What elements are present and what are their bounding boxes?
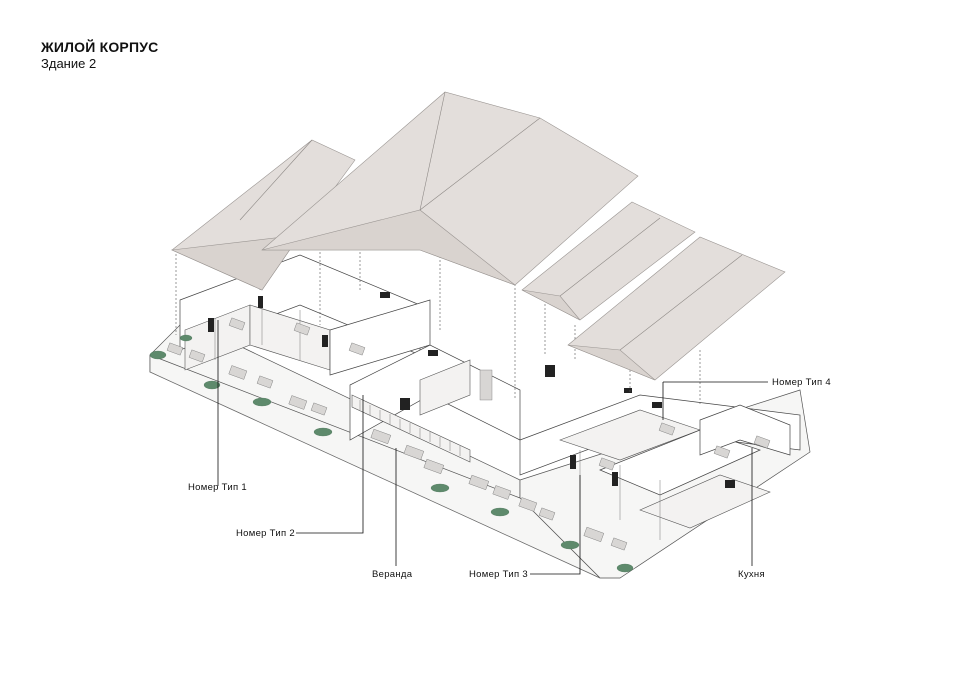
- roof-right-lower: [567, 236, 786, 381]
- label-veranda: Веранда: [372, 569, 413, 580]
- planting: [149, 334, 634, 573]
- label-room-type-4: Номер Тип 4: [772, 377, 831, 388]
- page-subtitle: Здание 2: [41, 56, 97, 71]
- roof-main: [261, 91, 639, 286]
- label-room-type-2: Номер Тип 2: [236, 528, 295, 539]
- label-room-type-3: Номер Тип 3: [469, 569, 528, 580]
- roof-right-upper: [521, 201, 696, 321]
- roofs: [170, 91, 786, 381]
- label-room-type-1: Номер Тип 1: [188, 482, 247, 493]
- leader-lines: [217, 320, 768, 575]
- page-title: ЖИЛОЙ КОРПУС: [41, 39, 159, 55]
- right-wing-rooms: [468, 365, 801, 551]
- veranda-block: [349, 344, 521, 475]
- label-kitchen: Кухня: [738, 569, 765, 580]
